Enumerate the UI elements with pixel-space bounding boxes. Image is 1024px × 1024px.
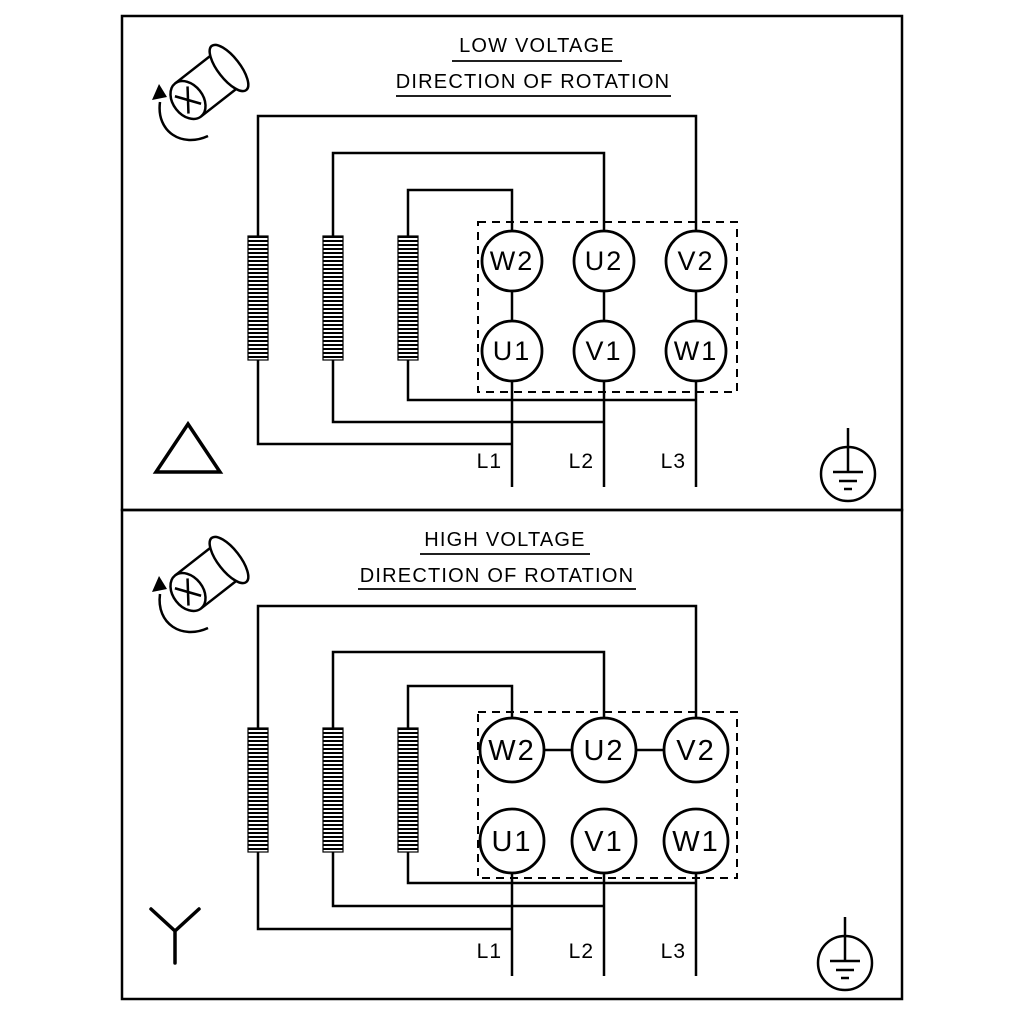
winding-coil (397, 235, 419, 361)
terminal-box (477, 221, 738, 393)
terminals: W2 U2 V2 U1 V1 W1 (478, 716, 730, 875)
supply-label-l3: L3 (661, 450, 686, 473)
svg-text:V1: V1 (585, 336, 622, 366)
wiring (256, 114, 698, 487)
winding-coil (397, 727, 419, 853)
terminal-u2: U2 (570, 716, 638, 784)
shaft-rotation-icon (150, 529, 257, 634)
svg-text:W2: W2 (490, 246, 535, 276)
terminal-u1: U1 (480, 319, 544, 383)
svg-text:U1: U1 (493, 336, 532, 366)
panel-title: LOW VOLTAGE (459, 35, 615, 57)
stator-windings (247, 727, 419, 853)
shaft-rotation-icon (150, 37, 257, 142)
stator-windings (247, 235, 419, 361)
terminal-v2: V2 (664, 229, 728, 293)
terminal-u1: U1 (478, 807, 546, 875)
panel-low-voltage: LOW VOLTAGE DIRECTION OF ROTATION (120, 14, 904, 512)
wye-symbol-icon (149, 907, 201, 965)
wiring (256, 604, 698, 976)
terminal-w2: W2 (478, 716, 546, 784)
terminal-w1: W1 (662, 807, 730, 875)
delta-symbol-icon (152, 420, 224, 474)
terminals: W2 U2 V2 U1 V1 W1 (480, 229, 728, 383)
earth-ground-icon (819, 428, 877, 503)
terminal-box (477, 711, 738, 879)
winding-coil (247, 727, 269, 853)
svg-text:W2: W2 (488, 735, 536, 767)
svg-text:W1: W1 (672, 826, 720, 858)
svg-text:V2: V2 (677, 246, 714, 276)
earth-ground-icon (816, 917, 874, 992)
panel-border (120, 508, 904, 1001)
supply-label-l3: L3 (661, 940, 686, 963)
panel-subtitle: DIRECTION OF ROTATION (360, 565, 634, 587)
svg-text:U2: U2 (583, 735, 624, 767)
panel-title: HIGH VOLTAGE (424, 529, 585, 551)
winding-coil (322, 235, 344, 361)
svg-text:W1: W1 (674, 336, 719, 366)
terminal-v1: V1 (570, 807, 638, 875)
svg-text:U2: U2 (585, 246, 624, 276)
supply-label-l2: L2 (569, 940, 594, 963)
winding-coil (247, 235, 269, 361)
panel-subtitle: DIRECTION OF ROTATION (396, 71, 670, 93)
terminal-v2: V2 (662, 716, 730, 784)
terminal-v1: V1 (572, 319, 636, 383)
panel-high-voltage: HIGH VOLTAGE DIRECTION OF ROTATION (120, 508, 904, 1001)
supply-label-l2: L2 (569, 450, 594, 473)
terminal-u2: U2 (572, 229, 636, 293)
terminal-w2: W2 (480, 229, 544, 293)
svg-text:U1: U1 (491, 826, 532, 858)
svg-text:V2: V2 (676, 735, 715, 767)
terminal-w1: W1 (664, 319, 728, 383)
supply-label-l1: L1 (477, 450, 502, 473)
svg-text:V1: V1 (584, 826, 623, 858)
winding-coil (322, 727, 344, 853)
supply-label-l1: L1 (477, 940, 502, 963)
